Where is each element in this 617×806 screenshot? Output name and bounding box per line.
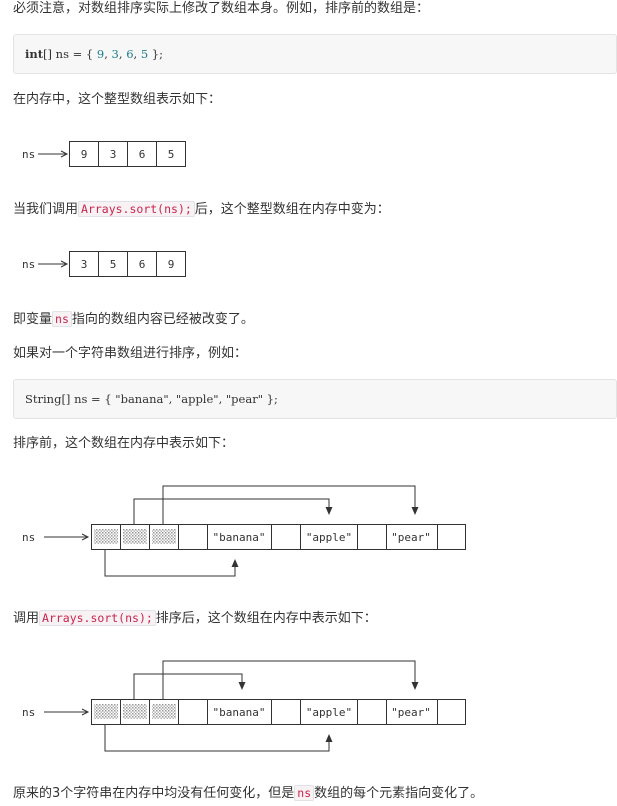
paragraph-intro: 必须注意，对数组排序实际上修改了数组本身。例如，排序前的数组是： bbox=[13, 1, 430, 16]
paragraph-before-sort: 排序前，这个数组在内存中表示如下： bbox=[13, 436, 235, 451]
arrow-head bbox=[238, 682, 246, 690]
array-cell-value: 5 bbox=[168, 148, 175, 161]
reference-cell bbox=[152, 529, 176, 544]
arrow-head bbox=[411, 682, 419, 690]
string-array-diagram-before: ns "banana" "apple" "pear" bbox=[22, 485, 466, 577]
text: 即变量 bbox=[13, 312, 53, 327]
array-cell-value: 6 bbox=[139, 148, 146, 161]
variable-label: ns bbox=[22, 258, 35, 271]
string-value: "apple" bbox=[306, 531, 352, 544]
code-prefix: [] ns = { bbox=[43, 47, 97, 61]
paragraph-memory: 在内存中，这个整型数组表示如下： bbox=[13, 92, 222, 107]
arrow-head bbox=[411, 507, 419, 515]
text: 排序后，这个数组在内存中表示如下： bbox=[155, 611, 377, 626]
string-value: "pear" bbox=[391, 706, 431, 719]
string-value: "banana" bbox=[213, 531, 266, 544]
code-value: 9 bbox=[96, 47, 105, 61]
reference-cell bbox=[94, 529, 118, 544]
code-line: int[] ns = { 9, 3, 6, 5 }; bbox=[25, 47, 164, 61]
code-line: String[] ns = { "banana", "apple", "pear… bbox=[25, 392, 278, 406]
inline-code: Arrays.sort(ns); bbox=[78, 201, 195, 217]
code-suffix: }; bbox=[148, 47, 164, 61]
code-value: 3 bbox=[111, 47, 119, 61]
code-block-int-array: int[] ns = { 9, 3, 6, 5 }; bbox=[13, 34, 617, 74]
string-value: "apple" bbox=[306, 706, 352, 719]
array-cell-value: 5 bbox=[110, 258, 117, 271]
code-value: 6 bbox=[126, 47, 134, 61]
text: 指向的数组内容已经被改变了。 bbox=[71, 312, 254, 327]
arrow-head bbox=[60, 260, 69, 268]
reference-line bbox=[133, 673, 243, 699]
reference-line bbox=[162, 485, 416, 524]
int-array-diagram-after: ns 3 5 6 9 bbox=[22, 251, 186, 277]
string-value: "pear" bbox=[391, 531, 431, 544]
string-array-diagram-after: ns "banana" "apple" "pear" bbox=[22, 660, 466, 752]
reference-line bbox=[104, 725, 330, 752]
memory-box bbox=[91, 524, 466, 550]
inline-code: ns bbox=[52, 311, 72, 327]
variable-label: ns bbox=[22, 531, 35, 544]
text: 当我们调用 bbox=[13, 202, 79, 217]
arrow-head bbox=[81, 533, 90, 541]
reference-cell bbox=[123, 529, 147, 544]
variable-label: ns bbox=[22, 706, 35, 719]
code-value: 5 bbox=[140, 47, 149, 61]
arrow-head bbox=[231, 559, 239, 567]
paragraph-string-sort: 如果对一个字符串数组进行排序，例如： bbox=[13, 346, 248, 361]
text: 后，这个整型数组在内存中变为： bbox=[194, 202, 390, 217]
code-block-string-array: String[] ns = { "banana", "apple", "pear… bbox=[13, 379, 617, 419]
arrow-head bbox=[325, 734, 333, 742]
arrow-head bbox=[60, 150, 69, 158]
arrow-head bbox=[81, 708, 90, 716]
reference-line bbox=[162, 660, 416, 699]
array-cell-value: 3 bbox=[110, 148, 117, 161]
text: 调用 bbox=[13, 611, 40, 626]
reference-cell bbox=[123, 704, 147, 719]
code-keyword: int bbox=[25, 47, 44, 61]
arrow-head bbox=[325, 507, 333, 515]
reference-line bbox=[133, 498, 330, 524]
string-value: "banana" bbox=[213, 706, 266, 719]
reference-line bbox=[104, 550, 236, 577]
inline-code: ns bbox=[294, 785, 315, 801]
memory-box bbox=[91, 699, 466, 725]
array-cell-value: 3 bbox=[81, 258, 88, 271]
int-array-diagram-before: ns 9 3 6 5 bbox=[22, 141, 186, 167]
array-cell-value: 9 bbox=[81, 148, 88, 161]
array-cell-value: 9 bbox=[168, 258, 175, 271]
text: 原来的3个字符串在内存中均没有任何变化，但是 bbox=[13, 786, 295, 801]
variable-label: ns bbox=[22, 148, 35, 161]
reference-cell bbox=[94, 704, 118, 719]
text: 数组的每个元素指向变化了。 bbox=[314, 786, 484, 801]
inline-code: Arrays.sort(ns); bbox=[39, 610, 156, 626]
array-cell-value: 6 bbox=[139, 258, 146, 271]
reference-cell bbox=[152, 704, 176, 719]
